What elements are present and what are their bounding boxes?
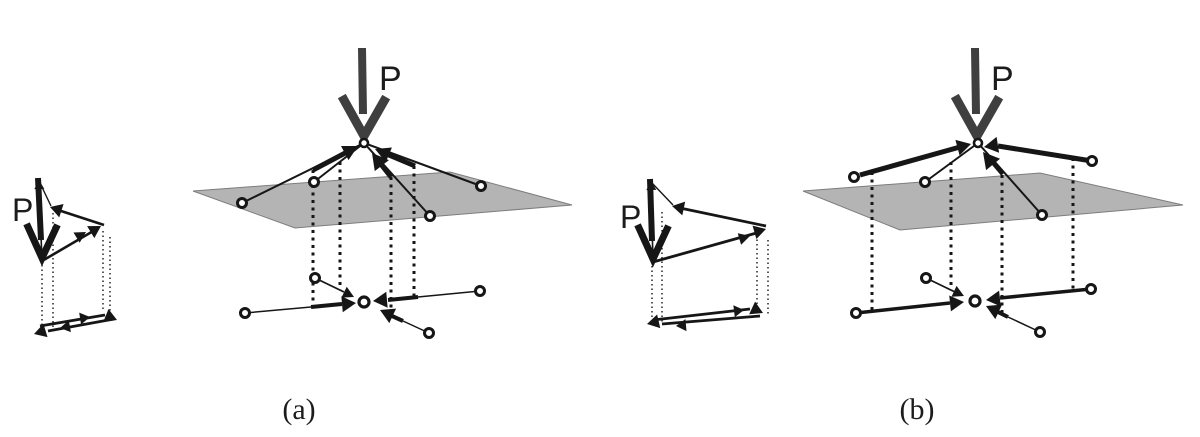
plan-b-left-head [949, 295, 964, 312]
force-arrowhead-a-right [375, 147, 392, 163]
polygon-b-up-vector [650, 186, 654, 262]
force-arrowhead-a-left [341, 145, 358, 161]
polygon-b-upper-edge [679, 206, 767, 228]
polygon-b-loop-top-head1 [733, 305, 744, 318]
plan-b-left-thick [855, 301, 951, 315]
force-arrow-b-right [997, 143, 1093, 164]
load-arrow-shaft-b [971, 47, 980, 115]
node-a-near-right [424, 210, 436, 222]
polygon-b-up-head [646, 181, 657, 191]
load-label-a-polygon: P [12, 192, 33, 228]
force-arrowhead-b-left [955, 139, 971, 156]
bar-a-near-left [313, 142, 365, 183]
polygon-b-loop-top-head2 [749, 301, 763, 315]
polygon-b-loop-bottom-head2 [647, 314, 661, 329]
plan-b-right-head [986, 290, 1001, 307]
polygon-b-closing-edge [651, 182, 674, 206]
bar-b-near-left [924, 142, 979, 183]
support-plane-b [802, 172, 1184, 231]
node-b-near-right [1036, 209, 1048, 221]
plan-b-ul-head [951, 285, 964, 297]
plan-a-node-br [423, 327, 435, 339]
node-a-far-right [475, 180, 487, 192]
plan-b-right-thick [999, 287, 1092, 300]
apex-node-a [358, 137, 370, 149]
polygon-a-loop-bottom [47, 317, 115, 333]
polygon-b-upper-head [672, 201, 686, 216]
node-b-far-right [1086, 155, 1098, 167]
plan-a-br-thick [391, 314, 404, 323]
plan-a-right-head [373, 291, 388, 308]
plan-b-node-right [1085, 283, 1097, 295]
plan-a-right-thin [417, 290, 481, 298]
polygon-a-bottom-head1 [73, 232, 86, 243]
plan-a-left-thick [310, 302, 343, 309]
plan-a-node-left [239, 307, 251, 319]
plan-b-br-head [986, 304, 1003, 320]
plan-b-node-ul [920, 272, 932, 284]
caption-b: (b) [900, 393, 935, 426]
plan-a-node-right [474, 285, 486, 297]
plan-a-right-thick [387, 295, 419, 302]
polygon-a-bottom-head2 [87, 226, 101, 239]
polygon-a-upper-edge [57, 208, 105, 227]
force-arrowhead-b-right [984, 136, 1000, 153]
plan-a-left-head [341, 296, 356, 313]
polygon-a-closing-edge [39, 182, 52, 207]
plan-a-left-thin [244, 306, 312, 314]
node-a-near-left [308, 176, 320, 188]
plan-a-ul-head [341, 286, 354, 298]
plan-a-node-ul [309, 272, 321, 284]
force-arrowhead-b-steep [983, 152, 1001, 171]
plan-b-center [968, 294, 982, 308]
force-arrowhead-a-steep [372, 153, 389, 172]
polygon-a-loop-top [39, 313, 106, 328]
load-label-b: P [991, 60, 1014, 98]
polygon-a-bottom-edge [41, 228, 96, 263]
polygon-b-bottom-head2 [752, 225, 766, 240]
polygon-a-up-vector [38, 185, 43, 261]
node-b-far-left [848, 171, 860, 183]
force-arrow-a-right [383, 150, 416, 169]
caption-a: (a) [282, 393, 315, 426]
plan-b-node-br [1034, 326, 1046, 338]
load-arrow-head-a [337, 93, 391, 146]
force-arrow-a-left [311, 148, 351, 173]
polygon-b-loop-bottom-head1 [676, 319, 687, 332]
polygon-a-loop-bottom-head1 [60, 320, 71, 333]
node-a-far-left [236, 197, 248, 209]
load-arrow-head-b [950, 93, 1004, 146]
node-b-near-left [919, 176, 931, 188]
plan-b-node-left [850, 307, 862, 319]
polygon-b-loop-bottom [661, 314, 761, 326]
plan-a-br-head [380, 308, 397, 324]
plan-a-center [357, 295, 371, 309]
apex-node-b [972, 137, 984, 149]
polygon-a-upper-head [50, 204, 64, 218]
polygon-a-loop-bottom-head2 [34, 323, 48, 338]
force-arrow-b-left [859, 144, 961, 178]
plan-b-br-thick [997, 310, 1009, 319]
polygon-a-loop-top-head1 [79, 312, 90, 325]
load-label-a: P [379, 60, 402, 98]
polygon-b-loop-top [652, 307, 751, 322]
load-arrow-shaft-a [358, 47, 367, 115]
polygon-b-bottom-head1 [737, 233, 750, 245]
